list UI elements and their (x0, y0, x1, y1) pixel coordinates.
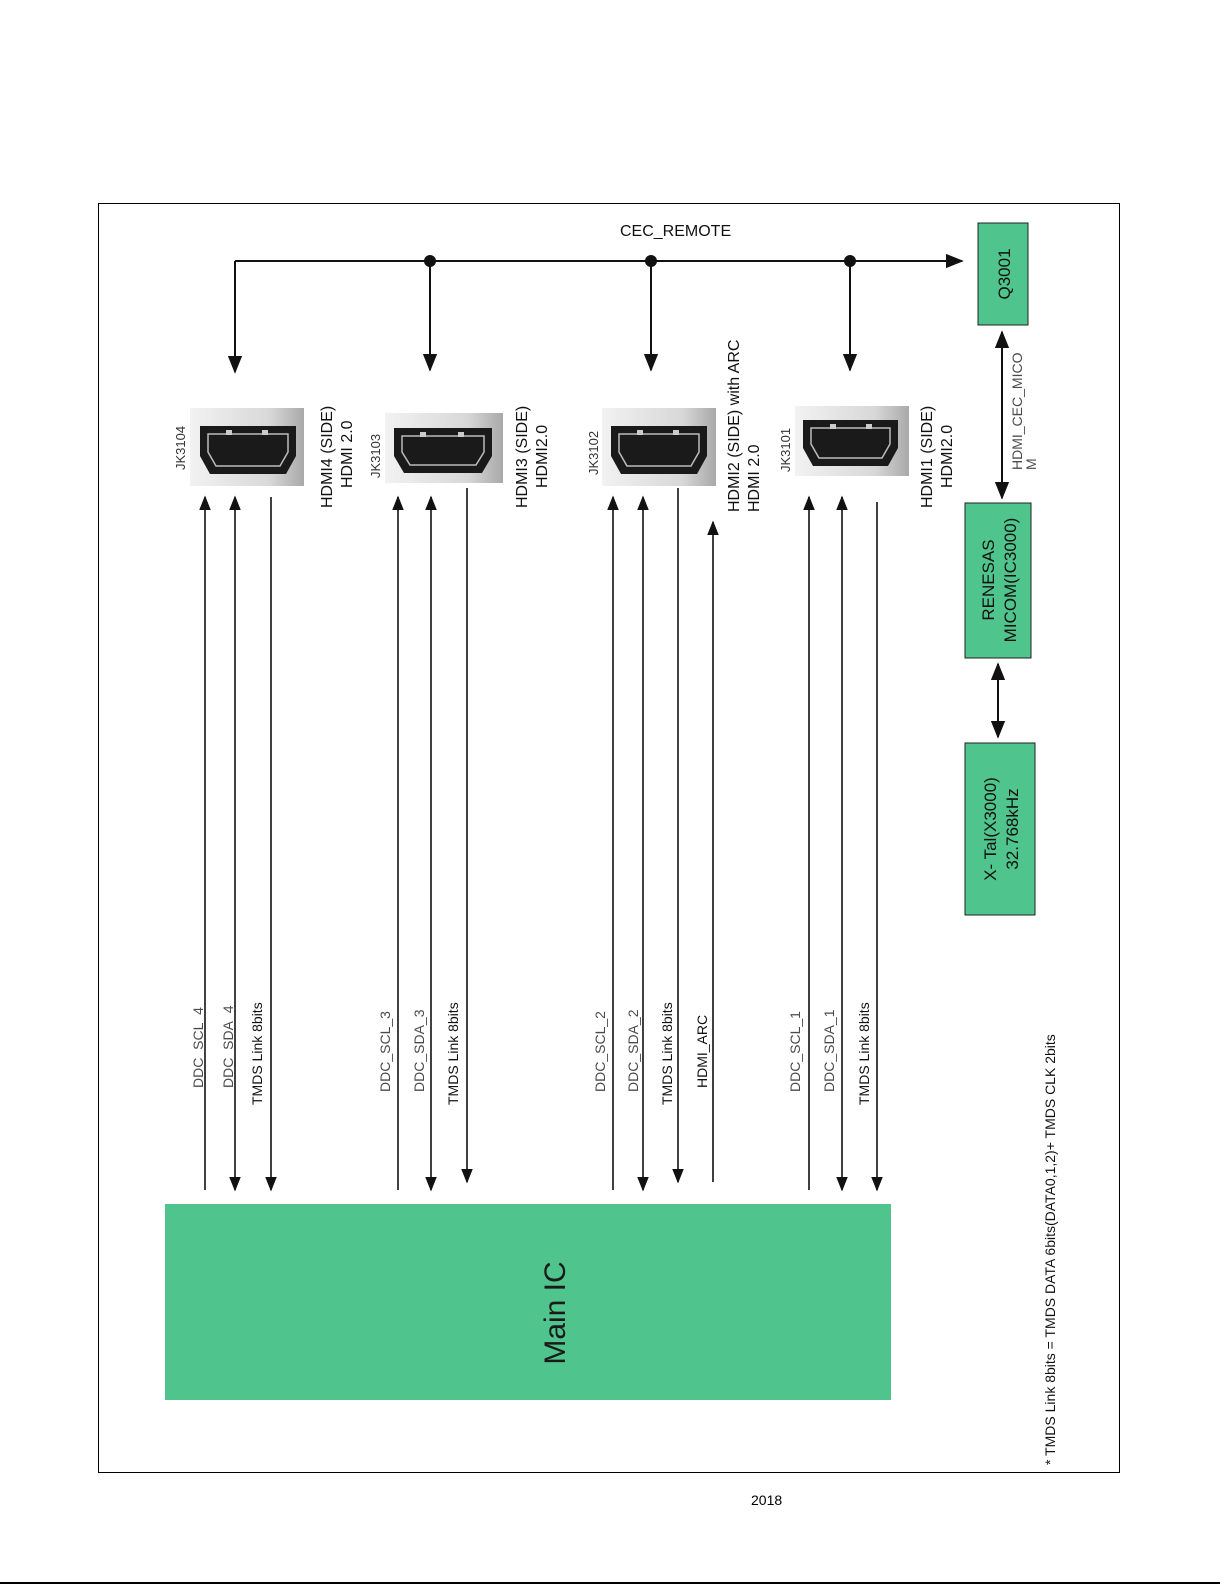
port-name: HDMI2 (SIDE) with ARC (726, 340, 743, 512)
signal-label: HDMI_ARC (694, 1015, 710, 1088)
port-version: HDMI2.0 (534, 425, 551, 488)
signal-label: DDC_SCL_4 (190, 1007, 206, 1088)
diagram-frame (98, 203, 1120, 1473)
port-hdmi4: JK3104 HDMI4 (SIDE) HDMI 2.0 DDC_SCL_4 D… (173, 406, 356, 1192)
micom-label-2: MICOM(IC3000) (1001, 518, 1020, 643)
footnote: * TMDS Link 8bits = TMDS DATA 6bits(DATA… (1042, 1034, 1058, 1465)
signal-label: DDC_SCL_2 (592, 1011, 608, 1092)
cec-bus: CEC_REMOTE (227, 223, 964, 374)
year-label: 2018 (751, 1492, 783, 1508)
junction-dot (844, 255, 856, 267)
q3001-box: Q3001 (977, 222, 1029, 326)
junction-dot (645, 255, 657, 267)
port-name: HDMI1 (SIDE) (919, 406, 936, 508)
jk-label: JK3104 (173, 426, 188, 470)
svg-text:HDMI_CEC_MICO: HDMI_CEC_MICO (1009, 352, 1025, 470)
port-hdmi3: JK3103 HDMI3 (SIDE) HDMI2.0 DDC_SCL_3 DD… (368, 406, 551, 1192)
port-hdmi2: JK3102 HDMI2 (SIDE) with ARC HDMI 2.0 DD… (586, 340, 763, 1192)
jk-label: JK3103 (368, 434, 383, 478)
hdmi-connector-icon (602, 408, 716, 486)
signal-label: DDC_SDA_3 (411, 1009, 427, 1092)
signal-label: DDC_SDA_4 (220, 1005, 236, 1088)
port-version: HDMI 2.0 (746, 444, 763, 512)
main-ic-box: Main IC (165, 1204, 891, 1400)
signal-label: DDC_SCL_1 (787, 1011, 803, 1092)
signal-label: DDC_SDA_2 (625, 1009, 641, 1092)
q3001-label: Q3001 (995, 248, 1014, 299)
signal-label: DDC_SDA_1 (821, 1009, 837, 1092)
port-name: HDMI3 (SIDE) (514, 406, 531, 508)
xtal-label-2: 32.768kHz (1003, 788, 1022, 869)
micom-box: RENESAS MICOM(IC3000) (964, 502, 1032, 659)
signal-label: TMDS Link 8bits (856, 1002, 872, 1105)
signal-label: TMDS Link 8bits (249, 1002, 265, 1105)
port-version: HDMI 2.0 (339, 420, 356, 488)
jk-label: JK3101 (778, 428, 793, 472)
xtal-box: X- Tal(X3000) 32.768kHz (964, 742, 1036, 916)
port-name: HDMI4 (SIDE) (319, 406, 336, 508)
micom-label-1: RENESAS (979, 539, 998, 620)
svg-text:M: M (1023, 458, 1039, 470)
signal-label: TMDS Link 8bits (659, 1002, 675, 1105)
hdmi-connector-icon (190, 408, 304, 486)
junction-dot (424, 255, 436, 267)
hdmi-connector-icon (385, 413, 503, 483)
page-bottom-rule (0, 1582, 1220, 1584)
cec-micom-label: HDMI_CEC_MICO M (1009, 352, 1039, 470)
jk-label: JK3102 (586, 431, 601, 475)
signal-label: TMDS Link 8bits (445, 1002, 461, 1105)
main-ic-label: Main IC (539, 1261, 572, 1364)
port-version: HDMI2.0 (939, 425, 956, 488)
xtal-label-1: X- Tal(X3000) (981, 777, 1000, 881)
signal-label: DDC_SCL_3 (377, 1011, 393, 1092)
cec-remote-label: CEC_REMOTE (620, 223, 731, 240)
hdmi-connector-icon (795, 406, 909, 476)
port-hdmi1: JK3101 HDMI1 (SIDE) HDMI2.0 DDC_SCL_1 DD… (778, 406, 956, 1192)
